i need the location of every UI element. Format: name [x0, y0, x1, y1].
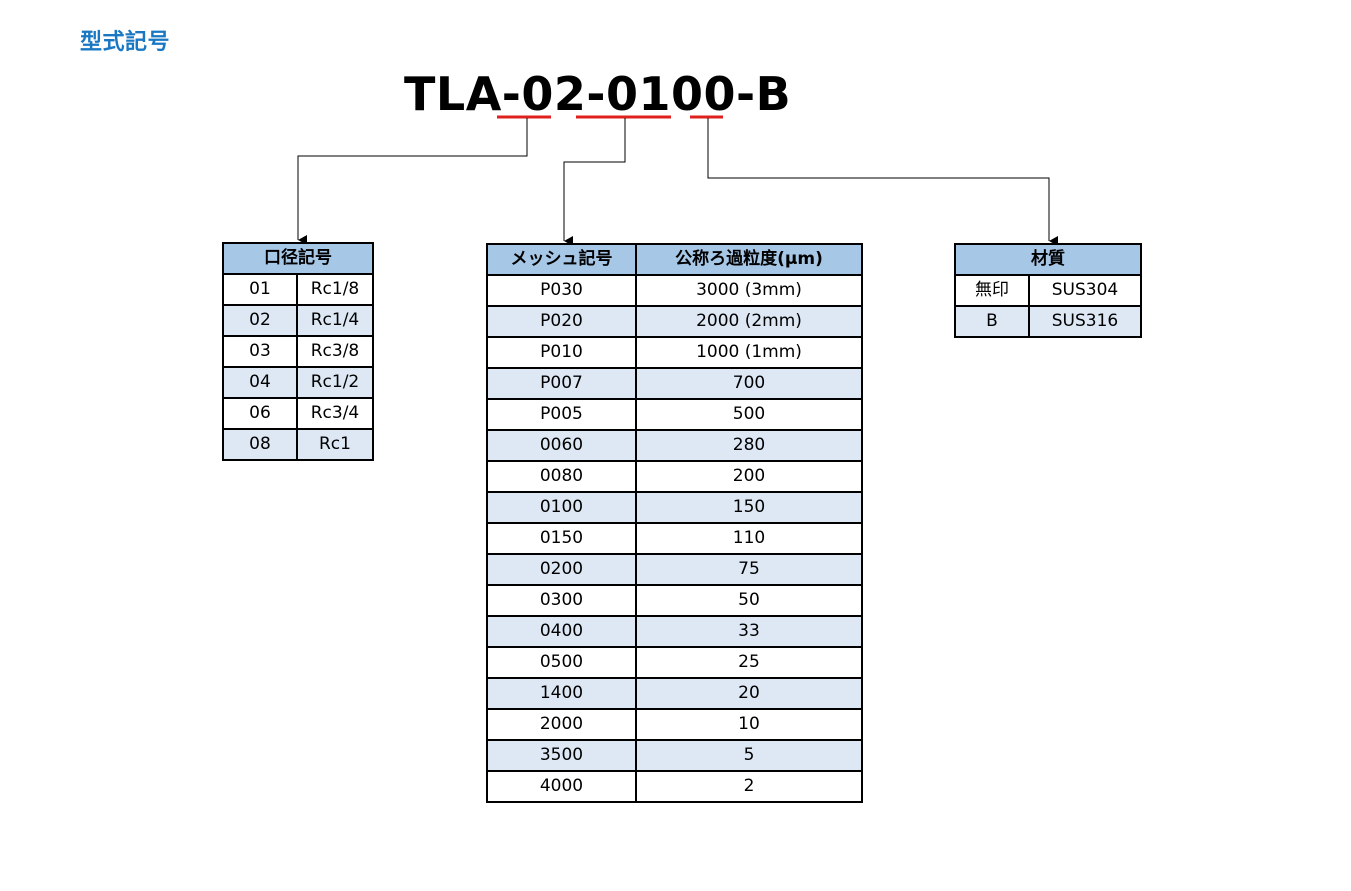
mesh-code-cell: P020 — [486, 305, 637, 338]
model-code: TLA-02-0100-B — [404, 66, 791, 122]
mesh-code-cell: P010 — [486, 336, 637, 369]
table-row: 06 Rc3/4 — [222, 397, 374, 430]
material-table-header: 材質 — [954, 243, 1142, 276]
table-row: P005 500 — [486, 398, 863, 431]
model-prefix: TLA- — [404, 67, 522, 121]
mesh-code-cell: P007 — [486, 367, 637, 400]
filtration-size-cell: 3000 (3mm) — [635, 274, 863, 307]
mesh-code-cell: 0200 — [486, 553, 637, 586]
model-material-code: B — [755, 67, 792, 121]
mesh-code-cell: 0100 — [486, 491, 637, 524]
material-name-cell: SUS304 — [1028, 274, 1142, 307]
table-row: B SUS316 — [954, 305, 1142, 338]
table-row: 03 Rc3/8 — [222, 335, 374, 368]
mesh-code-cell: 2000 — [486, 708, 637, 741]
port-code-cell: 04 — [222, 366, 298, 399]
port-thread-cell: Rc3/8 — [296, 335, 374, 368]
filtration-size-cell: 2000 (2mm) — [635, 305, 863, 338]
material-code-cell: 無印 — [954, 274, 1030, 307]
table-row: 0500 25 — [486, 646, 863, 679]
port-code-cell: 08 — [222, 428, 298, 461]
port-thread-cell: Rc1 — [296, 428, 374, 461]
filtration-size-cell: 200 — [635, 460, 863, 493]
table-row: P030 3000 (3mm) — [486, 274, 863, 307]
filtration-size-cell: 25 — [635, 646, 863, 679]
filtration-size-cell: 110 — [635, 522, 863, 555]
port-thread-cell: Rc1/2 — [296, 366, 374, 399]
filtration-size-cell: 50 — [635, 584, 863, 617]
material-code-cell: B — [954, 305, 1030, 338]
mesh-code-cell: 0300 — [486, 584, 637, 617]
model-mesh-code: 0100 — [606, 67, 737, 121]
port-code-cell: 06 — [222, 397, 298, 430]
table-row: 0150 110 — [486, 522, 863, 555]
filtration-size-cell: 20 — [635, 677, 863, 710]
filtration-size-cell: 5 — [635, 739, 863, 772]
table-row: 0300 50 — [486, 584, 863, 617]
filtration-size-cell: 33 — [635, 615, 863, 648]
port-thread-cell: Rc3/4 — [296, 397, 374, 430]
size-connector-arrow — [297, 118, 528, 245]
port-size-table: 口径記号 01 Rc1/8 02 Rc1/4 03 Rc3/8 04 Rc1/2… — [222, 242, 374, 461]
mesh-code-cell: P030 — [486, 274, 637, 307]
table-row: 4000 2 — [486, 770, 863, 803]
material-table: 材質 無印 SUS304 B SUS316 — [954, 243, 1142, 338]
mesh-code-cell: 4000 — [486, 770, 637, 803]
table-row: 2000 10 — [486, 708, 863, 741]
mesh-code-cell: 1400 — [486, 677, 637, 710]
filtration-size-cell: 150 — [635, 491, 863, 524]
mesh-code-cell: 0060 — [486, 429, 637, 462]
table-row: P020 2000 (2mm) — [486, 305, 863, 338]
material-name-cell: SUS316 — [1028, 305, 1142, 338]
table-row: 02 Rc1/4 — [222, 304, 374, 337]
table-row: 1400 20 — [486, 677, 863, 710]
port-thread-cell: Rc1/8 — [296, 273, 374, 306]
model-size-code: 02 — [521, 67, 587, 121]
table-row: 3500 5 — [486, 739, 863, 772]
table-row: 0060 280 — [486, 429, 863, 462]
mesh-table: メッシュ記号 公称ろ過粒度(μm) P030 3000 (3mm) P020 2… — [486, 243, 863, 803]
table-row: 0080 200 — [486, 460, 863, 493]
mesh-code-cell: 3500 — [486, 739, 637, 772]
table-row: 0400 33 — [486, 615, 863, 648]
port-code-cell: 01 — [222, 273, 298, 306]
filtration-size-cell: 1000 (1mm) — [635, 336, 863, 369]
model-separator: - — [736, 67, 756, 121]
material-connector-arrow — [707, 118, 1058, 246]
table-row: 無印 SUS304 — [954, 274, 1142, 307]
mesh-code-cell: 0080 — [486, 460, 637, 493]
table-row: P007 700 — [486, 367, 863, 400]
table-row: 0200 75 — [486, 553, 863, 586]
filtration-size-cell: 280 — [635, 429, 863, 462]
port-table-header: 口径記号 — [222, 242, 374, 275]
table-row: 08 Rc1 — [222, 428, 374, 461]
model-separator: - — [586, 67, 606, 121]
port-thread-cell: Rc1/4 — [296, 304, 374, 337]
filtration-size-cell: 500 — [635, 398, 863, 431]
table-row: P010 1000 (1mm) — [486, 336, 863, 369]
mesh-code-cell: P005 — [486, 398, 637, 431]
port-code-cell: 03 — [222, 335, 298, 368]
filtration-size-header: 公称ろ過粒度(μm) — [635, 243, 863, 276]
filtration-size-cell: 10 — [635, 708, 863, 741]
mesh-code-cell: 0500 — [486, 646, 637, 679]
table-row: 01 Rc1/8 — [222, 273, 374, 306]
mesh-code-header: メッシュ記号 — [486, 243, 637, 276]
filtration-size-cell: 75 — [635, 553, 863, 586]
port-code-cell: 02 — [222, 304, 298, 337]
filtration-size-cell: 700 — [635, 367, 863, 400]
table-row: 0100 150 — [486, 491, 863, 524]
mesh-code-cell: 0400 — [486, 615, 637, 648]
filtration-size-cell: 2 — [635, 770, 863, 803]
table-row: 04 Rc1/2 — [222, 366, 374, 399]
mesh-code-cell: 0150 — [486, 522, 637, 555]
mesh-connector-arrow — [563, 118, 626, 246]
page-title: 型式記号 — [80, 30, 171, 55]
